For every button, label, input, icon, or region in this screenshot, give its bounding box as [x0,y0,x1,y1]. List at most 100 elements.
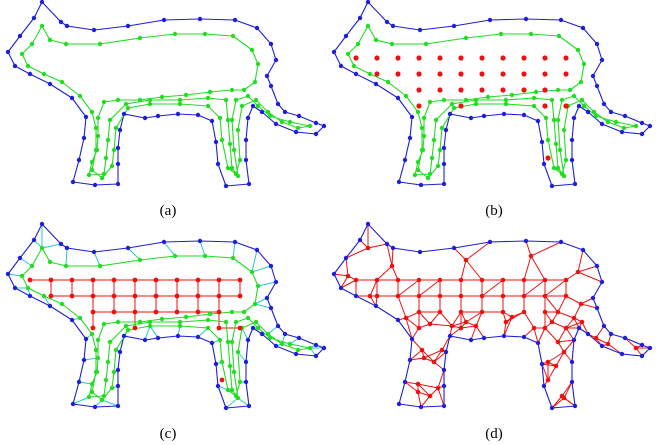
inner-node [581,61,587,67]
mesh-node [561,349,567,355]
boundary-node [549,183,555,189]
boundary-node [558,17,564,23]
boundary-node [481,113,487,119]
inner-node [267,335,273,341]
inner-node [205,317,211,323]
interior-point [27,277,33,283]
boundary-node [254,247,260,253]
mesh-edge [595,325,605,339]
boundary-node [441,403,447,409]
mesh-node [633,345,639,351]
inner-node [227,141,233,147]
mesh-edge [460,325,477,329]
interior-point [132,309,138,315]
inner-node [41,71,47,77]
mesh-edge [421,349,435,363]
inner-node [433,117,439,123]
boundary-node [259,331,265,337]
mesh-edge [573,303,582,319]
boundary-node [487,239,493,245]
boundary-node [282,109,288,115]
inner-node [233,393,239,399]
boundary-node [441,161,447,167]
mesh-node [479,293,485,299]
mesh-node [545,359,551,365]
inner-node [159,94,165,100]
inner-node [373,37,379,43]
mesh-node [521,309,527,315]
mesh-node [473,323,479,329]
boundary-node [313,353,319,359]
mesh-node [542,309,548,315]
boundary-node [468,115,474,121]
panel-d [331,221,653,411]
mesh-edge [503,316,513,337]
boundary-node [468,337,474,343]
interior-point [174,277,180,283]
mesh-node [416,277,422,283]
mesh-edge [544,295,559,313]
boundary-node [83,336,89,342]
mesh-node [345,273,351,279]
boundary-node [215,161,221,167]
boundary-node [407,135,413,141]
inner-node [463,35,469,41]
interior-point [132,293,138,299]
connector-edge [149,325,159,339]
boundary-node [594,83,600,89]
caption-c: (c) [160,426,177,442]
boundary-node [155,113,161,119]
inner-node [95,133,101,139]
mesh-edge [409,349,423,361]
inner-node [265,109,271,115]
mesh-node [395,277,401,283]
interior-point [458,103,464,109]
inner-node [95,355,101,361]
inner-node [89,159,95,165]
inner-node [147,319,153,325]
interior-point [132,277,138,283]
boundary-node [523,16,529,22]
mesh-node [416,309,422,315]
boundary-node [569,157,575,163]
interior-point [545,155,551,161]
interior-point [237,293,243,299]
mesh-node [531,325,537,331]
interior-point [521,87,527,93]
connector-edge [254,297,268,305]
boundary-node [521,112,527,118]
boundary-node [417,249,423,255]
mesh-edge [333,273,349,277]
inner-node [231,369,237,375]
connector-edge [41,243,62,249]
mesh-node [365,245,371,251]
inner-node [217,115,223,121]
mesh-edge [607,343,623,355]
mesh-edge [565,271,579,281]
mesh-edge [565,295,582,305]
boundary-node [569,137,575,143]
mesh-edge [397,279,420,297]
inner-node [99,175,105,181]
inner-node [177,319,183,325]
mesh-node [545,377,551,383]
boundary-node [639,120,645,126]
inner-node [39,245,45,251]
inner-node [123,101,129,107]
boundary-node [599,121,605,127]
interior-point [216,325,222,331]
boundary-node [195,112,201,118]
mesh-edge [503,321,507,337]
mesh-edge [580,303,598,309]
inner-node [253,97,259,103]
boundary-node [243,157,249,163]
mesh-edge [577,249,584,273]
boundary-node [91,249,97,255]
interior-point [458,87,464,93]
inner-node [137,319,143,325]
mesh-node [555,339,561,345]
boundary-node [115,383,121,389]
mesh-edge [557,327,567,343]
mesh-edge [481,279,504,297]
mesh-edge [433,351,447,363]
